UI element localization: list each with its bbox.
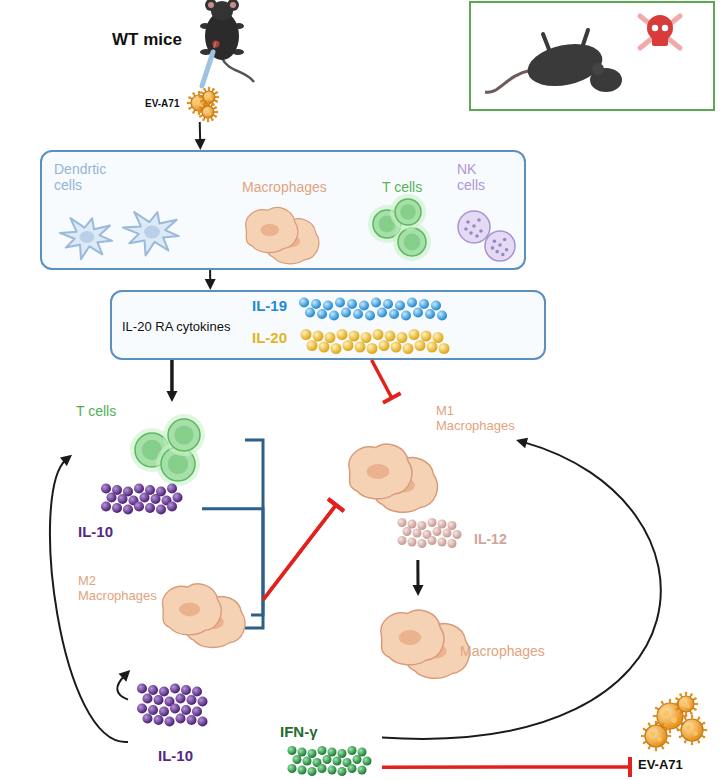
cell-label: Dendrtic cells [54, 162, 129, 193]
cytokine-dots [137, 684, 208, 727]
virus-node: EV-A71 [145, 86, 217, 122]
inhibition-bar [328, 499, 344, 511]
virus-particle [641, 721, 672, 752]
inhibition-bar [383, 393, 401, 402]
virus-node: EV-A71 [630, 690, 720, 778]
cell-label: M2 Macrophages [78, 574, 168, 603]
inhibition-line [372, 360, 401, 403]
arrow-head [205, 279, 216, 290]
cell-label: T cells [382, 180, 422, 196]
cytokine-group-label: IL-20 RA cytokines [122, 320, 230, 335]
cytokine-node: IL-10 [72, 484, 202, 546]
arrow-line [199, 122, 201, 143]
bracket-arm [251, 600, 263, 615]
cytokine-label: IL-10 [78, 524, 113, 541]
arrow-line [50, 459, 128, 742]
t-cell [163, 414, 205, 456]
node-illustration [76, 560, 251, 670]
activation-arrow [166, 360, 177, 402]
bracket [245, 440, 263, 628]
macrophage-cell [246, 208, 319, 264]
macrophage-node: M1 Macrophages [336, 398, 516, 516]
node-illustration [42, 152, 524, 268]
macrophage-node: M2 Macrophages [76, 560, 251, 670]
arrow-head [516, 438, 528, 449]
inhibition-bar [628, 757, 632, 777]
inhibition-bar [328, 499, 344, 511]
macrophage-node: Macrophages [370, 596, 550, 700]
arrow-line [117, 675, 128, 700]
cytokine-node: IL-10 [128, 684, 238, 776]
activation-arrow [205, 270, 216, 290]
virus-label: EV-A71 [145, 98, 179, 109]
cytokine-label: IFN-γ [280, 724, 318, 741]
cytokine-dots [398, 518, 462, 548]
arrow-head [412, 585, 423, 596]
virus-particle [677, 715, 708, 746]
arrow-line [382, 442, 661, 739]
arrow-head [60, 455, 72, 466]
arrow-line [209, 270, 211, 283]
virus-particle [674, 692, 699, 717]
figure-label: WT mice [112, 30, 182, 49]
arrow-line [416, 560, 419, 589]
macrophage-cell [162, 584, 245, 647]
arrow-line [170, 360, 174, 395]
cytokine-dots [299, 298, 447, 321]
cell-label: T cells [76, 404, 116, 420]
inhibition-line [251, 499, 344, 615]
virus-label: EV-A71 [638, 758, 683, 773]
inhibition-line [202, 499, 344, 600]
t-cell-node: T cells [72, 402, 212, 482]
arrow-head [195, 139, 206, 150]
cell-label: Macrophages [242, 180, 327, 196]
arrow-head [119, 670, 131, 682]
bracket-arm [202, 509, 263, 600]
t-cell [390, 194, 426, 230]
dendritic-cell [123, 212, 179, 256]
inhibition-line [382, 757, 630, 777]
dendritic-cell [60, 218, 112, 259]
inhibition-line [263, 505, 336, 600]
macrophage-cell [349, 444, 437, 512]
activation-arrow [117, 670, 130, 700]
cytokine-label: IL-19 [252, 298, 287, 315]
node-illustration [392, 516, 528, 560]
syringe [202, 42, 216, 86]
activation-arrow [195, 122, 206, 150]
node-illustration [336, 398, 516, 516]
cytokine-label: IL-10 [158, 748, 193, 765]
cytokine-label: IL-12 [474, 532, 507, 548]
cell-label: NK cells [457, 162, 497, 193]
virus-particle [198, 102, 219, 123]
cytokine-box: IL-20 RA cytokines IL-19IL-20 [110, 290, 546, 360]
cytokine-dots [101, 484, 183, 515]
cytokine-node: IFN-γ [278, 724, 382, 778]
immune-cell-box: Dendrtic cellsMacrophages T cells NK cells [40, 150, 526, 270]
nk-cell [458, 211, 490, 243]
cytokine-node: IL-12 [392, 516, 528, 560]
cytokine-dots [288, 746, 372, 776]
cell-label: Macrophages [460, 644, 545, 660]
activation-arrow [382, 438, 661, 739]
activation-arrow [50, 455, 128, 742]
inhibition-line [382, 765, 630, 769]
death-inset [470, 2, 714, 110]
nk-cell [485, 231, 515, 261]
activation-arrow [412, 560, 423, 596]
inhibition-line [263, 505, 336, 600]
cell-label: M1 Macrophages [436, 404, 526, 433]
virus-particle [199, 87, 220, 108]
cytokine-dots [301, 329, 450, 354]
inhibition-line [372, 360, 392, 398]
cytokine-label: IL-20 [252, 330, 287, 347]
macrophage-cell [381, 610, 469, 678]
arrow-head [166, 391, 177, 402]
